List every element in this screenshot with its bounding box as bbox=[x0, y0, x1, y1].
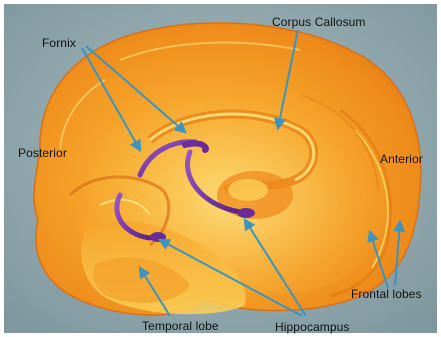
hippocampus-label: Hippocampus bbox=[275, 320, 349, 334]
fornix-label: Fornix bbox=[42, 36, 76, 50]
temporal-lobe-label: Temporal lobe bbox=[142, 319, 219, 333]
corpus-callosum-label: Corpus Callosum bbox=[272, 15, 366, 29]
frontal-lobes-label: Frontal lobes bbox=[351, 287, 422, 301]
anterior-label: Anterior bbox=[380, 152, 423, 166]
posterior-label: Posterior bbox=[18, 146, 67, 160]
